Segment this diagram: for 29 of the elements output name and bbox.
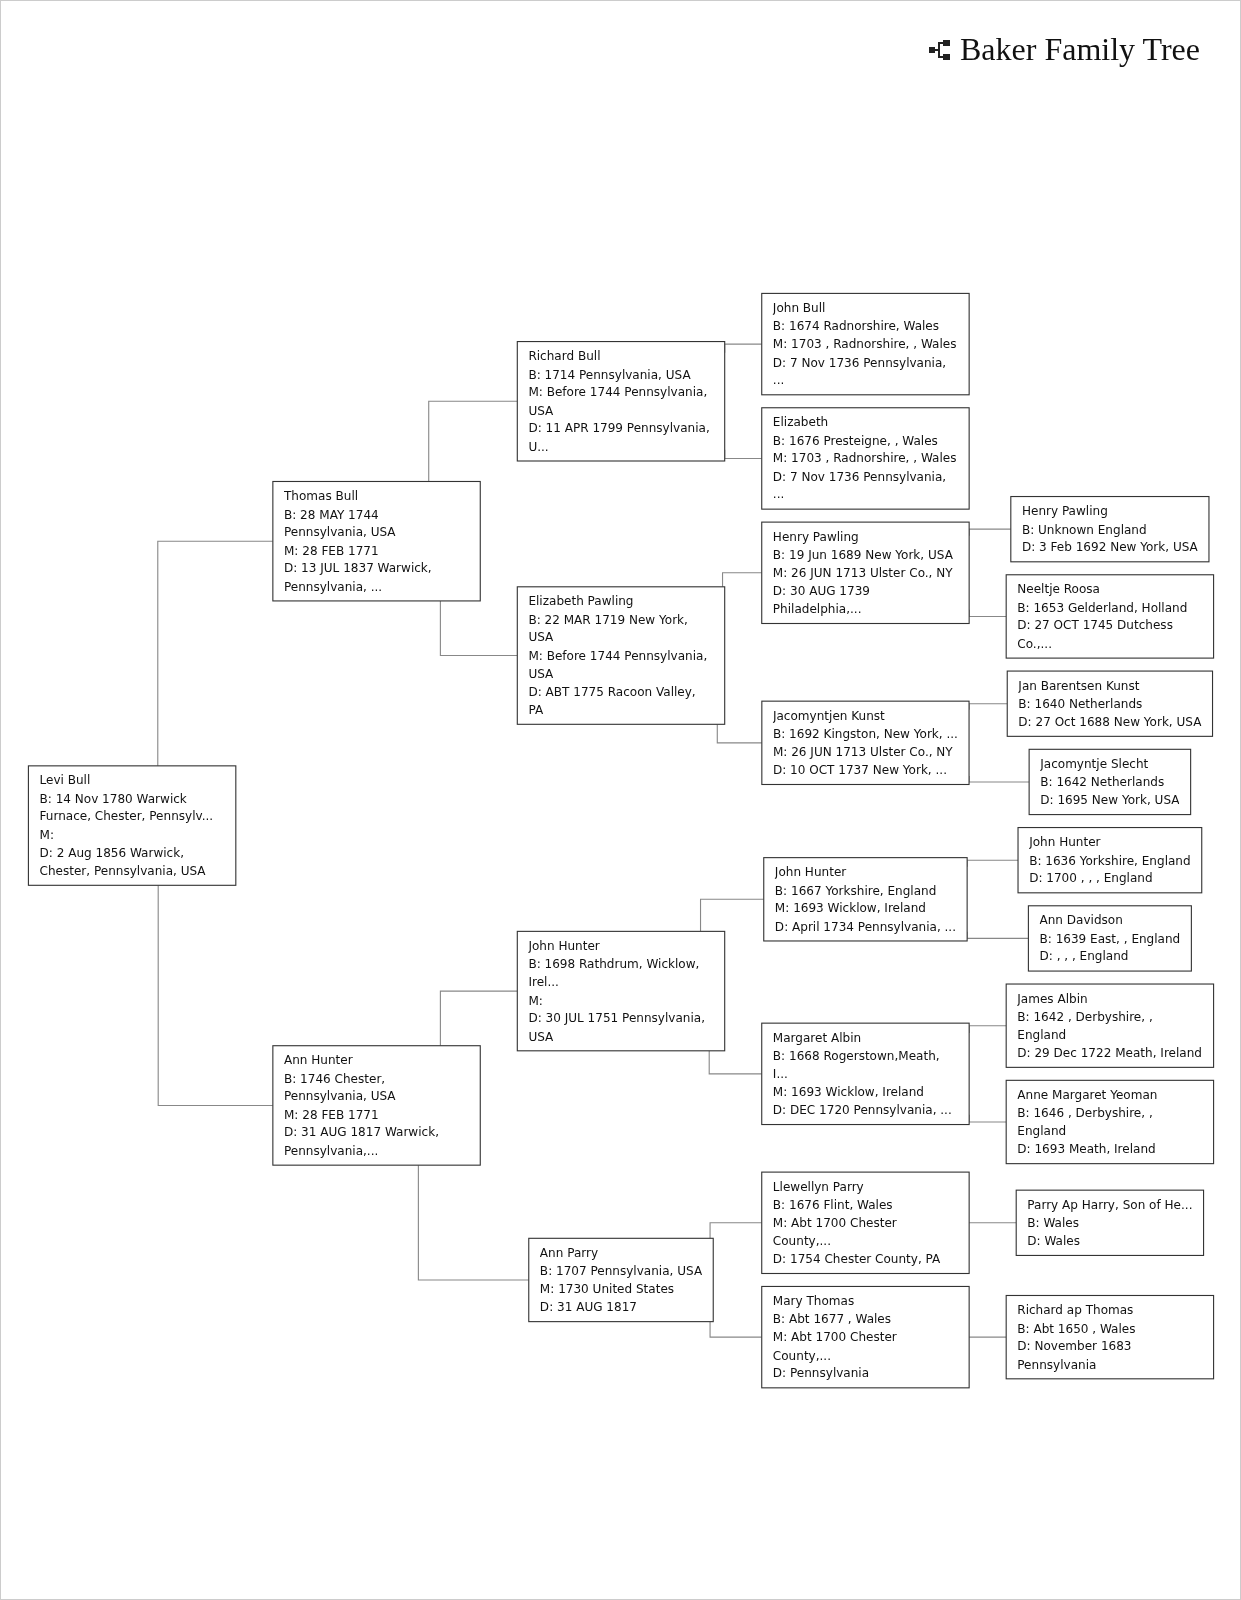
- node-box: John Bull B: 1674 Radnorshire, Wales M: 1703 , Radnorshire, , Wales D: 7 Nov 1736 Pennsylvania, ...: [761, 293, 970, 396]
- node-box: Jan Barentsen Kunst B: 1640 Netherlands D: 27 Oct 1688 New York, USA: [1006, 670, 1214, 738]
- node-box: Levi Bull B: 14 Nov 1780 Warwick Furnace, Chester, Pennsylv... M: D: 2 Aug 1856 Warwick, Chester, Pennsylvania, USA: [27, 765, 237, 887]
- title: Baker Family Tree: [960, 31, 1200, 68]
- node-box: John Hunter B: 1667 Yorkshire, England M: 1693 Wicklow, Ireland D: April 1734 Pennsylvania, ...: [763, 857, 968, 942]
- node-box: Margaret Albin B: 1668 Rogerstown,Meath, I... M: 1693 Wicklow, Ireland D: DEC 1720 Pennsylvania, ...: [761, 1022, 970, 1126]
- node-box: Llewellyn Parry B: 1676 Flint, Wales M: Abt 1700 Chester County,... D: 1754 Chester County, PA: [761, 1171, 970, 1275]
- connector: [428, 401, 518, 483]
- node-box: Richard ap Thomas B: Abt 1650 , Wales D: November 1683 Pennsylvania: [1005, 1295, 1215, 1380]
- node-box: Henry Pawling B: Unknown England D: 3 Feb 1692 New York, USA: [1010, 496, 1210, 563]
- node-box: John Hunter B: 1698 Rathdrum, Wicklow, Irel... M: D: 30 JUL 1751 Pennsylvania, USA: [516, 931, 726, 1052]
- node-box: Ann Hunter B: 1746 Chester, Pennsylvania, USA M: 28 FEB 1771 D: 31 AUG 1817 Warwick, Pennsylvania,...: [272, 1045, 481, 1167]
- node-box: Elizabeth Pawling B: 22 MAR 1719 New York, USA M: Before 1744 Pennsylvania, USA D: ABT 1775 Racoon Valley, PA: [516, 586, 726, 726]
- node-box: Neeltje Roosa B: 1653 Gelderland, Holland D: 27 OCT 1745 Dutchess Co.,...: [1005, 574, 1215, 660]
- node-box: Parry Ap Harry, Son of He... B: Wales D: Wales: [1015, 1189, 1205, 1257]
- node-box: Ann Parry B: 1707 Pennsylvania, USA M: 1730 United States D: 31 AUG 1817: [528, 1238, 714, 1323]
- node-box: Anne Margaret Yeoman B: 1646 , Derbyshire, , England D: 1693 Meath, Ireland: [1005, 1080, 1215, 1165]
- node-box: James Albin B: 1642 , Derbyshire, , England D: 29 Dec 1722 Meath, Ireland: [1005, 983, 1215, 1069]
- node-box: Richard Bull B: 1714 Pennsylvania, USA M: Before 1744 Pennsylvania, USA D: 11 APR 1799 Pennsylvania, U...: [516, 341, 726, 462]
- connector: [439, 990, 518, 1047]
- node-box: Henry Pawling B: 19 Jun 1689 New York, USA M: 26 JUN 1713 Ulster Co., NY D: 30 AUG 1739 Philadelphia,...: [761, 521, 970, 625]
- connector: [439, 600, 518, 657]
- node-box: Mary Thomas B: Abt 1677 , Wales M: Abt 1700 Chester County,... D: Pennsylvania: [761, 1286, 970, 1389]
- node-box: John Hunter B: 1636 Yorkshire, England D: 1700 , , , England: [1017, 827, 1203, 894]
- node-box: Jacomyntje Slecht B: 1642 Netherlands D: 1695 New York, USA: [1028, 749, 1192, 816]
- node-box: Jacomyntjen Kunst B: 1692 Kingston, New York, ... M: 26 JUN 1713 Ulster Co., NY D: 10 OCT 1737 New York, ...: [761, 700, 970, 786]
- node-box: Elizabeth B: 1676 Presteigne, , Wales M: 1703 , Radnorshire, , Wales D: 7 Nov 1736 Pennsylvania, ...: [761, 407, 970, 511]
- node-box: Ann Davidson B: 1639 East, , England D: , , , England: [1027, 905, 1192, 972]
- node-box: Thomas Bull B: 28 MAY 1744 Pennsylvania, USA M: 28 FEB 1771 D: 13 JUL 1837 Warwick, Pennsylvania, ...: [272, 481, 481, 602]
